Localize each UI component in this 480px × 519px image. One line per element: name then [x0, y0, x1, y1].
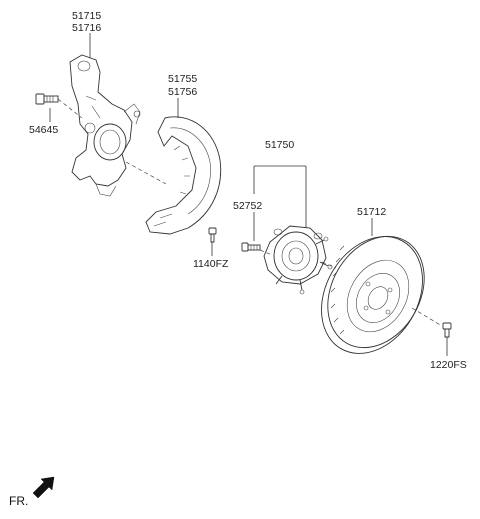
hub-assembly-leader: [253, 165, 307, 228]
label-51756: 51756: [168, 86, 197, 98]
label-1220fs: 1220FS: [430, 359, 467, 371]
bolt-guide-line: [57, 98, 83, 119]
hub-bolt-52752[interactable]: [241, 242, 261, 252]
label-51716: 51716: [72, 22, 101, 34]
direction-arrow-icon: [32, 476, 55, 499]
disc-screw-guide-line: [411, 307, 443, 327]
axis-line-2: [259, 249, 273, 256]
label-51715: 51715: [72, 10, 101, 22]
label-1140fz: 1140FZ: [193, 258, 229, 270]
wheel-hub-assembly[interactable]: [263, 225, 333, 295]
label-51750: 51750: [265, 139, 294, 151]
bolt-54645[interactable]: [35, 93, 59, 105]
dust-shield[interactable]: [145, 116, 222, 235]
direction-label: FR.: [9, 494, 28, 508]
label-51755: 51755: [168, 73, 197, 85]
label-52752: 52752: [233, 200, 262, 212]
brake-disc[interactable]: [301, 218, 443, 371]
label-54645: 54645: [29, 124, 58, 136]
steering-knuckle[interactable]: [69, 54, 141, 197]
screw-1220fs[interactable]: [442, 322, 452, 338]
axis-line-3: [321, 261, 337, 269]
label-51712: 51712: [357, 206, 386, 218]
screw-1140fz[interactable]: [208, 227, 217, 243]
axis-line-1: [125, 161, 167, 185]
